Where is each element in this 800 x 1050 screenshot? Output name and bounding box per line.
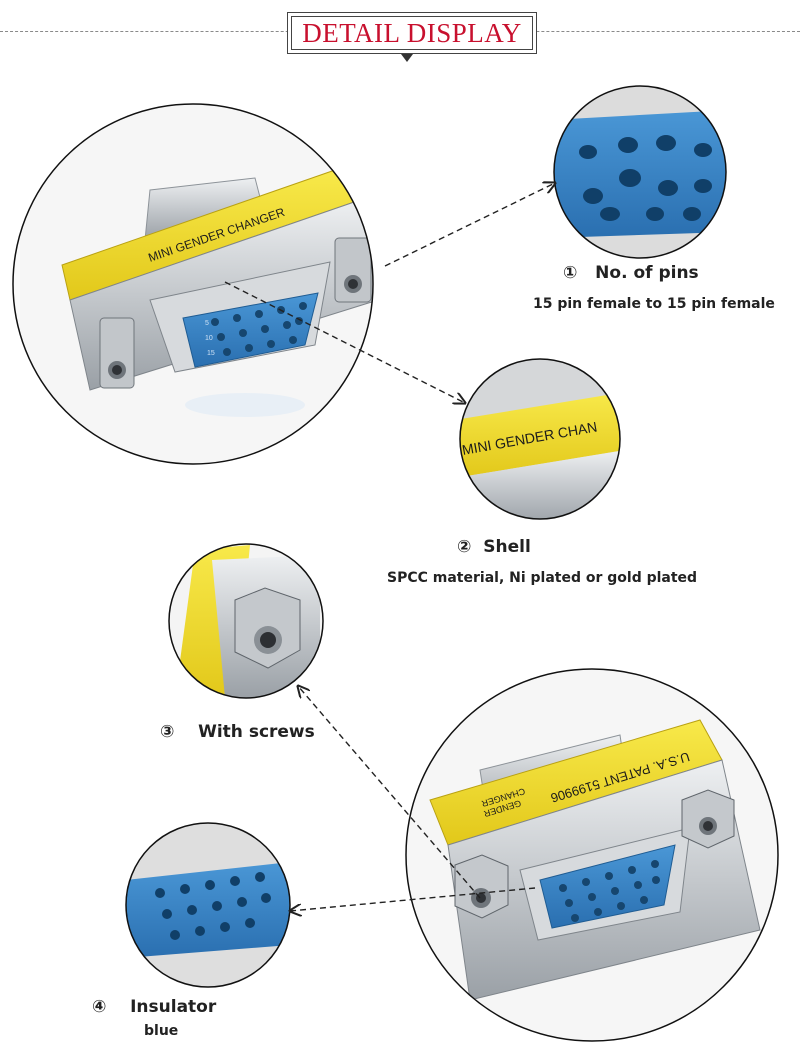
- back-connector-view: U.S.A. PATENT 5199906 GENDER CHANGER: [405, 668, 779, 1042]
- feature-2-name: Shell: [483, 537, 531, 557]
- pin-number-5: 5: [205, 320, 209, 327]
- header-inner-frame: DETAIL DISPLAY: [291, 16, 533, 50]
- arrow-insulator: [290, 887, 536, 911]
- arrow-screw: [298, 686, 481, 899]
- shell-closeup-view: MINI GENDER CHAN: [459, 358, 621, 520]
- header-title: DETAIL DISPLAY: [302, 17, 522, 48]
- feature-4-description: blue: [144, 1023, 179, 1039]
- pin-number-15: 15: [207, 350, 215, 357]
- feature-3-number: ③: [160, 722, 175, 742]
- feature-2-title: ② Shell: [457, 537, 531, 557]
- insulator-closeup-view: [125, 822, 291, 988]
- arrow-pins: [384, 183, 555, 267]
- pins-closeup-view: [553, 85, 727, 259]
- screw-closeup-view: [168, 543, 324, 699]
- feature-2-number: ②: [457, 537, 472, 557]
- feature-2-description: SPCC material, Ni plated or gold plated: [387, 570, 698, 586]
- feature-1-name: No. of pins: [595, 263, 699, 283]
- feature-4-title: ④ Insulator: [92, 997, 216, 1017]
- main-connector-view: MINI GENDER CHANGER 5 10 15: [12, 103, 374, 465]
- pin-number-10: 10: [205, 335, 213, 342]
- feature-1-description: 15 pin female to 15 pin female: [533, 296, 775, 312]
- header-frame: DETAIL DISPLAY: [287, 12, 537, 54]
- feature-1-number: ①: [563, 263, 578, 283]
- arrow-shell: [224, 281, 465, 403]
- feature-1-title: ① No. of pins: [563, 263, 699, 283]
- feature-3-title: ③ With screws: [160, 722, 315, 742]
- feature-4-number: ④: [92, 997, 107, 1017]
- feature-3-name: With screws: [198, 722, 315, 742]
- header-pointer-icon: [401, 54, 413, 62]
- feature-4-name: Insulator: [130, 997, 217, 1017]
